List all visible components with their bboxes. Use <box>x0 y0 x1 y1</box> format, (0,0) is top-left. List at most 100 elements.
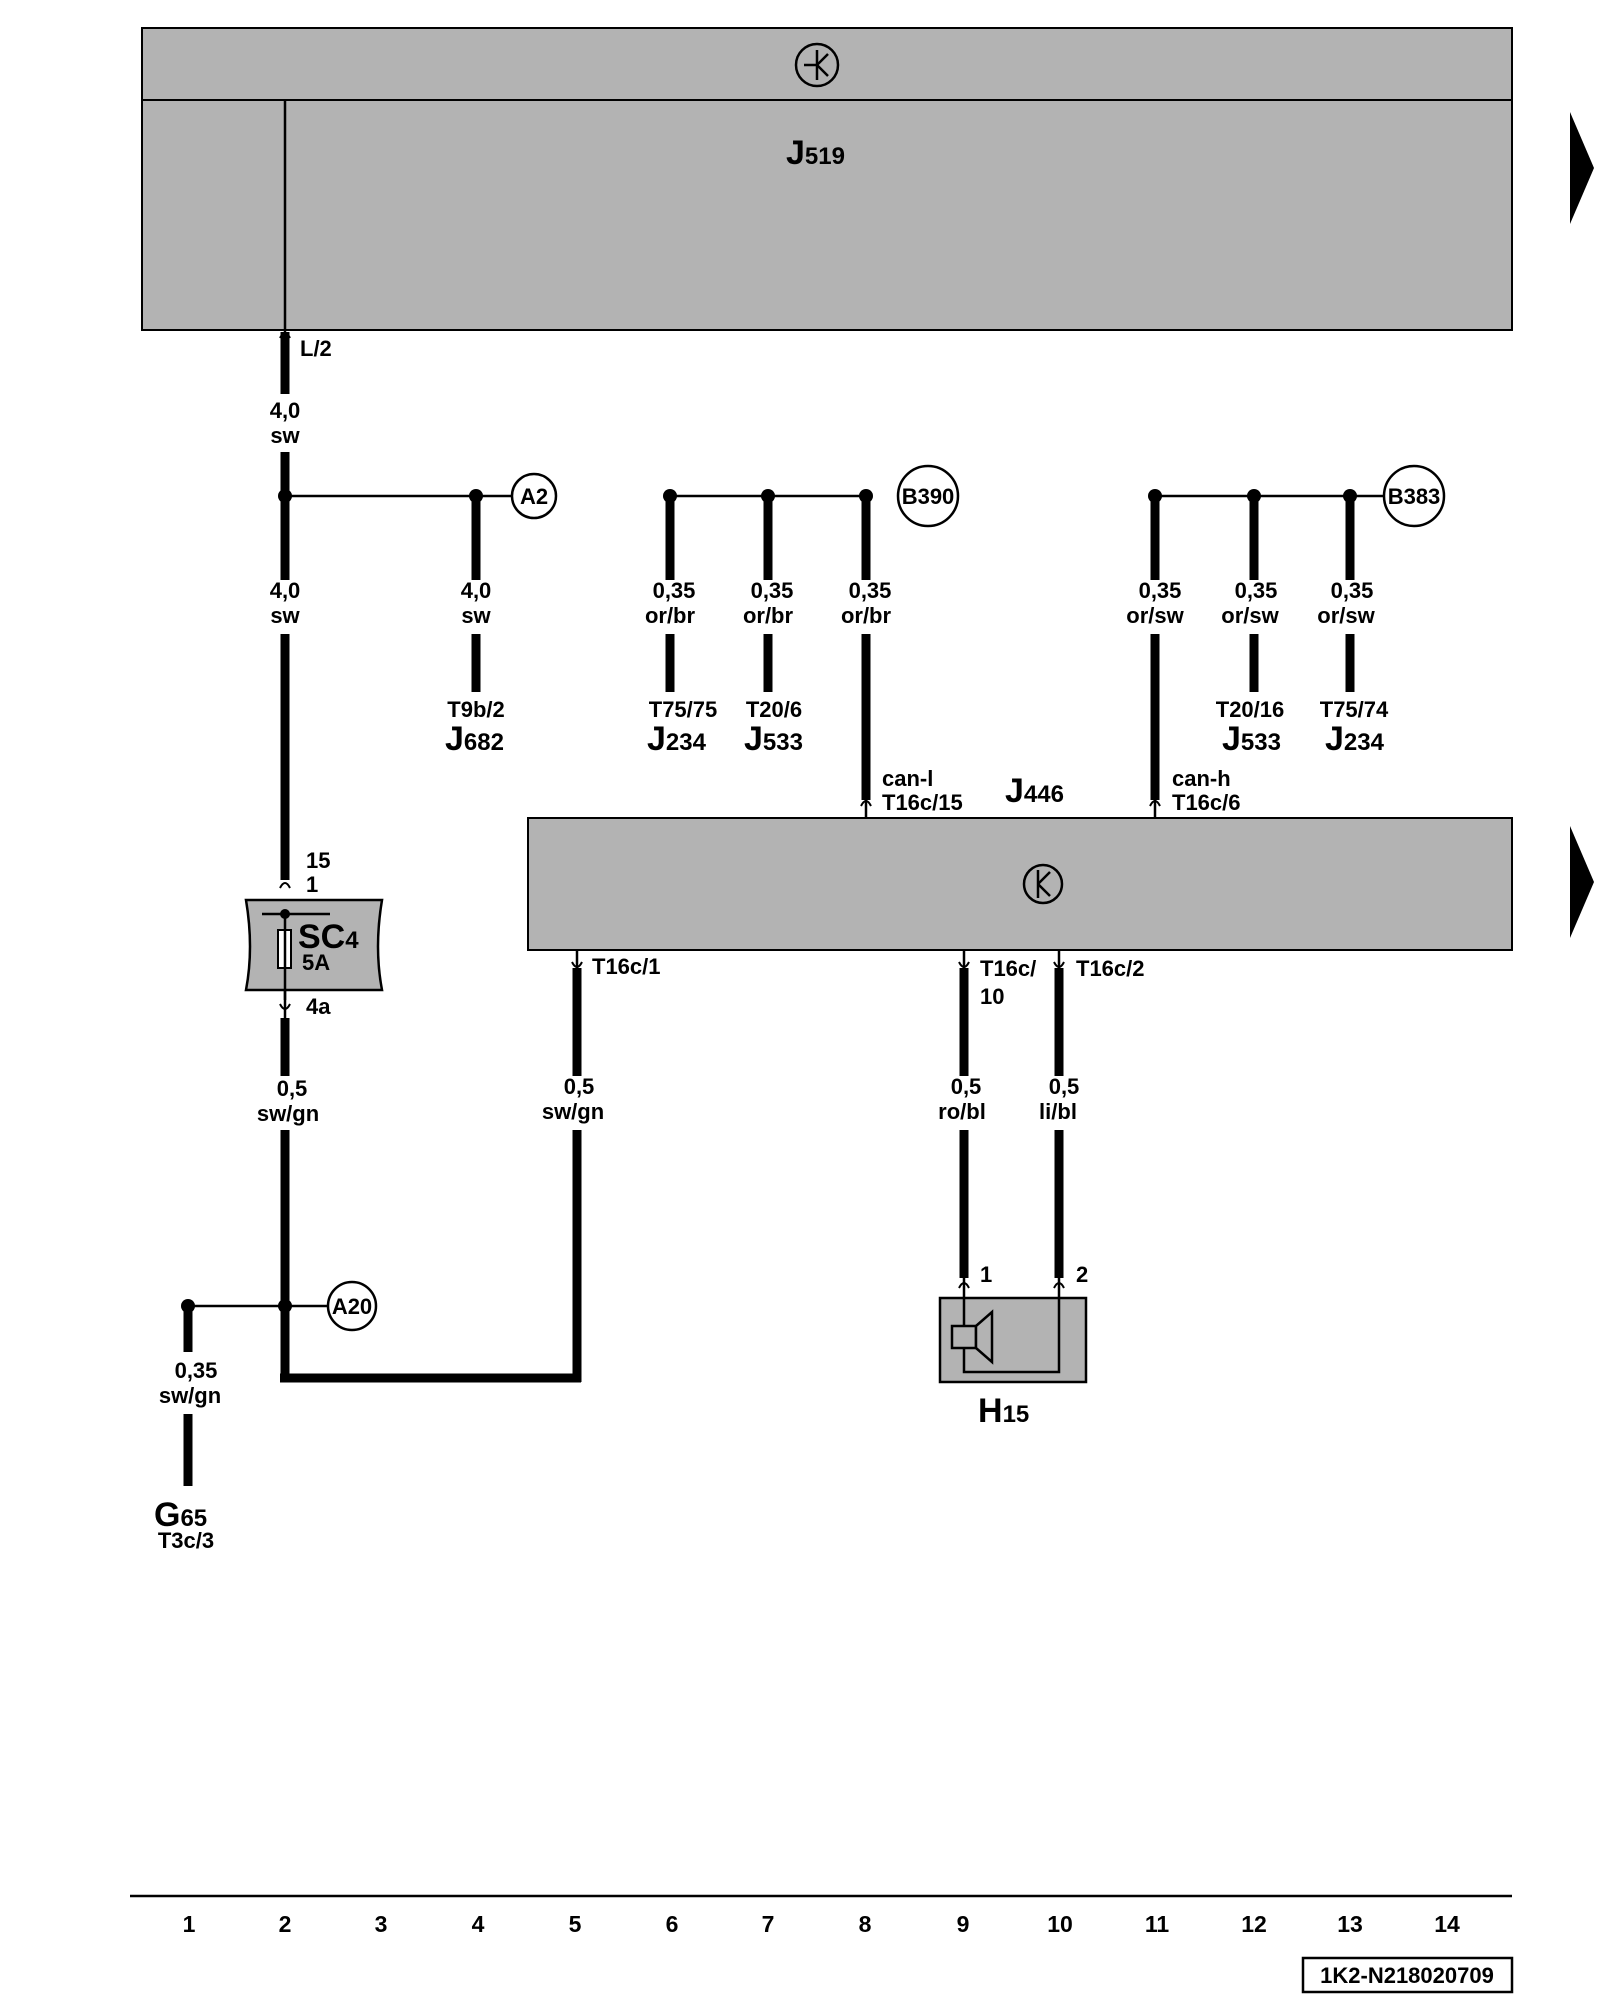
pin-terminal-icon <box>1149 800 1161 807</box>
pin-terminal-icon <box>1053 1282 1065 1289</box>
horn-h15[interactable] <box>938 1296 1088 1384</box>
wire-size-label: 0,35 <box>849 578 892 603</box>
column-number: 1 <box>183 1911 196 1937</box>
j519-label: J519 <box>786 134 845 172</box>
horn-speaker-icon <box>950 1309 994 1365</box>
pin-terminal-icon <box>571 961 583 968</box>
wire-size-label: 0,5 <box>277 1076 308 1101</box>
fuse-rating-label: 5A <box>302 950 330 975</box>
connector-a20[interactable]: A20 <box>326 1280 378 1332</box>
wire-size-label: 0,5 <box>951 1074 982 1099</box>
pin-t16c2-label: T16c/2 <box>1076 956 1145 981</box>
connector-a2[interactable]: A2 <box>510 472 558 520</box>
wire-color-label: or/br <box>743 603 794 628</box>
j519-control-unit[interactable]: J519 <box>141 27 1513 331</box>
column-number: 8 <box>859 1911 872 1937</box>
can-l-label: can-l <box>882 766 933 791</box>
wire-color-label: sw/gn <box>542 1099 604 1124</box>
h15-pin-1-label: 1 <box>980 1262 992 1287</box>
j682-pin-label: T9b/2 <box>447 697 504 722</box>
column-number: 12 <box>1241 1911 1267 1937</box>
fuse-sc4[interactable]: SC4 5A <box>244 898 384 1000</box>
column-number: 6 <box>666 1911 679 1937</box>
g65-label: G65 <box>154 1496 207 1534</box>
svg-text:B383: B383 <box>1388 484 1441 509</box>
wire-color-label: or/sw <box>1317 603 1375 628</box>
diagram-code-box: 1K2-N218020709 <box>1301 1956 1514 1994</box>
wire-size-label: 0,35 <box>175 1358 218 1383</box>
j234-label: J234 <box>1325 720 1385 758</box>
h15-pin-2-label: 2 <box>1076 1262 1088 1287</box>
pin-t16c10-label: 10 <box>980 984 1004 1009</box>
wire-color-label: sw <box>270 603 300 628</box>
can-h-pin-label: T16c/6 <box>1172 790 1241 815</box>
wire-color-label: or/sw <box>1126 603 1184 628</box>
wire-color-label: or/sw <box>1221 603 1279 628</box>
wire-size-label: 0,35 <box>653 578 696 603</box>
column-numbers: 1 2 3 4 5 6 7 8 9 10 11 12 13 14 <box>183 1911 1460 1937</box>
fuse-pin-1-label: 1 <box>306 872 318 897</box>
connector-b383[interactable]: B383 <box>1382 464 1446 528</box>
junction-dot <box>278 1299 292 1313</box>
wire-size-label: 4,0 <box>270 398 301 423</box>
column-number: 5 <box>569 1911 582 1937</box>
j234-pin-label: T75/74 <box>1320 697 1389 722</box>
pin-t16c1-label: T16c/1 <box>592 954 661 979</box>
column-number: 13 <box>1337 1911 1363 1937</box>
wire-color-label: sw/gn <box>159 1383 221 1408</box>
fuse-pin-4a-label: 4a <box>306 994 331 1019</box>
wire-color-label: sw <box>461 603 491 628</box>
sc4-label: SC4 <box>298 918 359 956</box>
wire-size-label: 0,35 <box>751 578 794 603</box>
continuation-arrow-icon <box>1570 112 1594 224</box>
svg-text:B390: B390 <box>902 484 955 509</box>
j446-label: J446 <box>1005 772 1064 810</box>
continuation-arrow-icon <box>1570 826 1594 938</box>
fuse-pin-15-label: 15 <box>306 848 330 873</box>
pin-terminal-icon <box>279 332 291 339</box>
diagram-code: 1K2-N218020709 <box>1320 1963 1494 1988</box>
column-number: 3 <box>375 1911 388 1937</box>
wire-size-label: 0,35 <box>1331 578 1374 603</box>
wire-size-label: 4,0 <box>270 578 301 603</box>
j446-control-unit[interactable] <box>527 817 1513 951</box>
pin-terminal-icon <box>1053 961 1065 968</box>
pin-terminal-icon <box>860 800 872 807</box>
j533-label: J533 <box>1222 720 1281 758</box>
wire-color-label: or/br <box>841 603 892 628</box>
j533-label: J533 <box>744 720 803 758</box>
pin-terminal-icon <box>958 961 970 968</box>
pin-terminal-icon <box>279 882 291 889</box>
svg-text:A2: A2 <box>520 484 548 509</box>
fuse-icon <box>277 914 292 1000</box>
column-number: 2 <box>279 1911 292 1937</box>
pin-terminal-icon <box>279 1003 291 1010</box>
j234-pin-label: T75/75 <box>649 697 718 722</box>
wire-color-label: sw/gn <box>257 1101 319 1126</box>
wire-color-label: li/bl <box>1039 1099 1077 1124</box>
j234-label: J234 <box>647 720 707 758</box>
can-h-label: can-h <box>1172 766 1231 791</box>
pin-l2-label: L/2 <box>300 336 332 361</box>
column-number: 10 <box>1047 1911 1073 1937</box>
column-number: 7 <box>762 1911 775 1937</box>
pin-t16c10-label: T16c/ <box>980 956 1036 981</box>
pin-terminal-icon <box>958 1282 970 1289</box>
column-number: 14 <box>1434 1911 1460 1937</box>
control-unit-symbol-icon <box>794 42 840 88</box>
g65-pin-label: T3c/3 <box>158 1528 214 1553</box>
h15-label: H15 <box>978 1392 1029 1430</box>
wire-size-label: 4,0 <box>461 578 492 603</box>
wire-color-label: sw <box>270 423 300 448</box>
wire-size-label: 0,35 <box>1139 578 1182 603</box>
wire-color-label: ro/bl <box>938 1099 986 1124</box>
column-number: 11 <box>1145 1911 1170 1937</box>
can-l-pin-label: T16c/15 <box>882 790 963 815</box>
connector-b390[interactable]: B390 <box>896 464 960 528</box>
column-number: 9 <box>957 1911 970 1937</box>
j533-pin-label: T20/6 <box>746 697 802 722</box>
control-unit-symbol-icon <box>1022 863 1064 905</box>
wire-size-label: 0,5 <box>1049 1074 1080 1099</box>
wire-size-label: 0,35 <box>1235 578 1278 603</box>
